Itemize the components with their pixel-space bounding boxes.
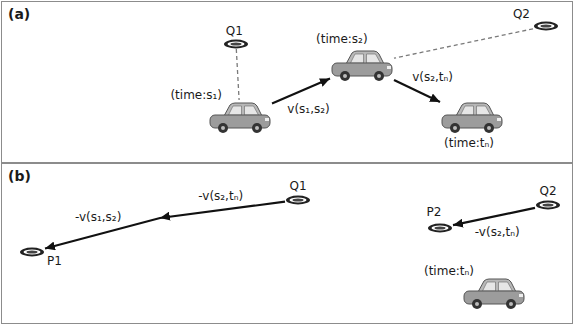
velocity-label: v(s₁,s₂) xyxy=(286,102,330,116)
panel-tag: (b) xyxy=(8,168,31,184)
panel-box: (b) Q1P1 Q2P2 (time:tₙ) xyxy=(1,163,573,324)
point-name: P1 xyxy=(47,254,62,268)
time-label: (time:tₙ) xyxy=(424,264,474,278)
location-symbol xyxy=(533,21,559,31)
location-symbol xyxy=(223,39,249,49)
panel-tag: (a) xyxy=(8,6,30,22)
velocity-label: -v(s₂,tₙ) xyxy=(474,225,521,239)
car-picture xyxy=(462,276,526,310)
car-picture xyxy=(440,100,504,134)
time-label: (time:s₂) xyxy=(316,32,368,46)
location-marker: Q2 xyxy=(535,200,561,210)
velocity-label: v(s₂,tₙ) xyxy=(411,70,454,84)
location-marker: Q2 xyxy=(533,21,559,31)
location-symbol xyxy=(285,195,311,205)
distance-line xyxy=(236,49,239,100)
car-picture xyxy=(330,48,394,82)
point-name: Q2 xyxy=(513,7,530,21)
car-node: (time:tₙ) xyxy=(440,100,504,134)
location-marker: Q1 xyxy=(223,39,249,49)
location-marker: P2 xyxy=(427,223,453,233)
time-label: (time:s₁) xyxy=(170,88,222,102)
velocity-arrow xyxy=(453,208,535,225)
point-name: Q1 xyxy=(289,179,306,193)
time-label: (time:tₙ) xyxy=(444,136,494,150)
location-marker: Q1 xyxy=(285,195,311,205)
panel-box: (a) Q1 Q2 (time:s₁) (time:s₂) (time:tₙ) xyxy=(1,1,573,163)
velocity-label: -v(s₂,tₙ) xyxy=(197,189,244,203)
location-marker: P1 xyxy=(19,247,45,257)
point-name: Q1 xyxy=(226,24,243,38)
point-name: Q2 xyxy=(539,184,556,198)
velocity-label: -v(s₁,s₂) xyxy=(74,210,122,224)
location-symbol xyxy=(427,223,453,233)
point-name: P2 xyxy=(427,205,442,219)
car-node: (time:tₙ) xyxy=(462,276,526,310)
car-node: (time:s₁) xyxy=(208,100,272,134)
velocity-arrow xyxy=(45,202,285,249)
car-picture xyxy=(208,100,272,134)
location-symbol xyxy=(535,200,561,210)
distance-line xyxy=(394,29,533,58)
car-node: (time:s₂) xyxy=(330,48,394,82)
velocity-arrow xyxy=(272,79,330,104)
location-symbol xyxy=(19,247,45,257)
